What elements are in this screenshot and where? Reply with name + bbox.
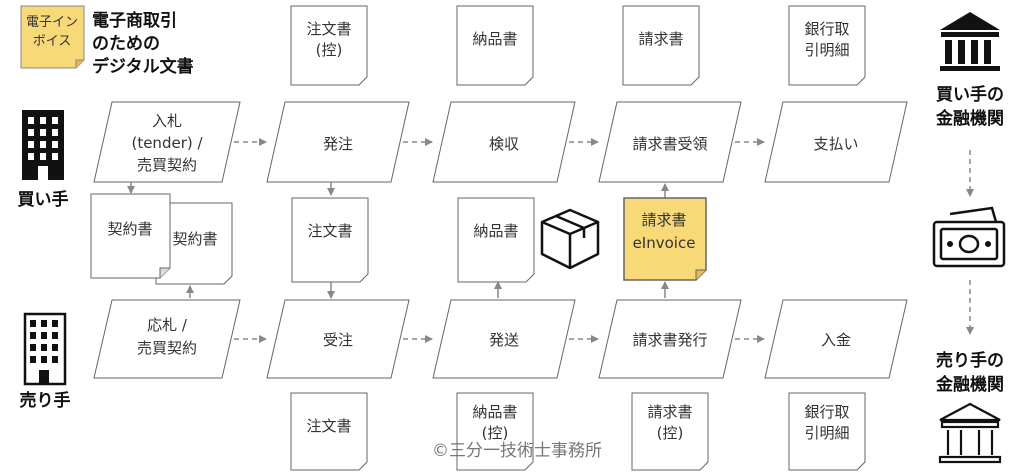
process-payment	[764, 101, 908, 183]
building-icon	[22, 110, 64, 180]
process-bid	[93, 299, 241, 379]
process-label: 支払い	[813, 135, 858, 153]
process-label: 入札	[152, 112, 182, 130]
process-label: 請求書発行	[632, 331, 707, 349]
doc-label: 契約書	[107, 220, 152, 238]
doc-label: eInvoice	[633, 234, 696, 252]
copyright-text: ©三分一技術士事務所	[432, 441, 602, 461]
doc-label: 引明細	[804, 41, 849, 59]
legend-sticky-text-2: ボイス	[33, 34, 72, 49]
package-box-icon	[540, 208, 600, 270]
process-deposit	[764, 299, 908, 379]
doc-label: 引明細	[804, 424, 849, 442]
process-label: 売買契約	[137, 156, 197, 174]
process-label: (tender) /	[131, 134, 203, 152]
doc-einvoice: 請求書 eInvoice	[623, 197, 707, 281]
doc-label: 請求書	[641, 211, 686, 229]
doc-delivery-copy: 納品書 (控)	[456, 392, 534, 471]
process-inspection	[432, 101, 576, 183]
doc-contract-front: 契約書	[90, 193, 171, 279]
actor-seller-bank-2: 金融機関	[935, 374, 1004, 395]
doc-label: 納品書	[472, 403, 517, 421]
process-label: 請求書受領	[632, 135, 707, 153]
legend: 電子イン ボイス 電子商取引 のための デジタル文書	[20, 5, 194, 77]
process-label: 応札 /	[147, 316, 188, 334]
process-label: 売買契約	[137, 339, 197, 357]
actor-seller-bank-1: 売り手の	[936, 350, 1004, 371]
bottom-documents: 注文書 納品書 (控) 請求書 (控) 銀行取 引明細	[290, 392, 866, 471]
process-label: 受注	[323, 331, 353, 349]
banknote-icon	[932, 206, 1006, 268]
seller-process-row: 応札 / 売買契約 受注 発送 請求書発行 入金	[93, 299, 908, 379]
top-documents: 注文書 (控) 納品書 請求書 銀行取 引明細	[290, 5, 866, 86]
doc-bank-statement-bottom: 銀行取 引明細	[788, 392, 866, 471]
doc-label: (控)	[482, 424, 509, 442]
process-label: 発注	[323, 135, 353, 153]
doc-label: 請求書	[638, 30, 683, 48]
doc-label: 注文書	[306, 417, 351, 435]
buyer-process-row: 入札 (tender) / 売買契約 発注 検収 請求書受領 支払い	[93, 101, 908, 183]
doc-label: (控)	[316, 41, 343, 59]
bank-icon	[940, 12, 1000, 71]
doc-invoice: 請求書	[622, 5, 700, 86]
legend-title-1: 電子商取引	[92, 10, 177, 31]
process-order-receipt	[266, 299, 410, 379]
process-invoice-issue	[598, 299, 742, 379]
bank-icon	[938, 402, 1002, 464]
doc-delivery: 納品書	[457, 197, 535, 283]
doc-label: 契約書	[172, 230, 217, 248]
process-shipping	[432, 299, 576, 379]
actor-seller: 売り手	[20, 390, 71, 411]
actor-buyer-bank-2: 金融機関	[935, 108, 1004, 129]
doc-label: 注文書	[307, 222, 352, 240]
doc-order-copy: 注文書 (控)	[290, 5, 368, 86]
doc-label: 納品書	[472, 30, 517, 48]
doc-order-bottom: 注文書	[290, 392, 368, 471]
process-tender	[93, 101, 241, 183]
doc-contract-back: 契約書	[155, 202, 233, 285]
doc-order: 注文書	[291, 197, 369, 283]
doc-label: 注文書	[306, 20, 351, 38]
process-label: 入金	[821, 331, 851, 349]
process-label: 発送	[489, 331, 519, 349]
doc-bank-statement: 銀行取 引明細	[788, 5, 866, 86]
legend-title-2: のための	[92, 34, 160, 54]
doc-invoice-copy: 請求書 (控)	[631, 392, 709, 471]
middle-documents: 契約書 契約書 注文書 納品書 請求書 eInvoice	[90, 193, 707, 285]
doc-label: 請求書	[647, 403, 692, 421]
process-invoice-receipt	[598, 101, 742, 183]
actor-buyer-bank-1: 買い手の	[936, 84, 1004, 105]
building-icon	[23, 312, 67, 386]
legend-title-3: デジタル文書	[92, 56, 194, 77]
actor-buyer: 買い手	[18, 189, 69, 210]
doc-label: (控)	[657, 424, 684, 442]
doc-label: 銀行取	[804, 403, 849, 421]
doc-label: 銀行取	[804, 20, 849, 38]
process-order	[266, 101, 410, 183]
flow-arrows	[127, 138, 974, 343]
doc-label: 納品書	[473, 222, 518, 240]
legend-sticky-text-1: 電子イン	[26, 15, 78, 30]
doc-delivery-note: 納品書	[456, 5, 534, 86]
process-label: 検収	[489, 135, 519, 153]
